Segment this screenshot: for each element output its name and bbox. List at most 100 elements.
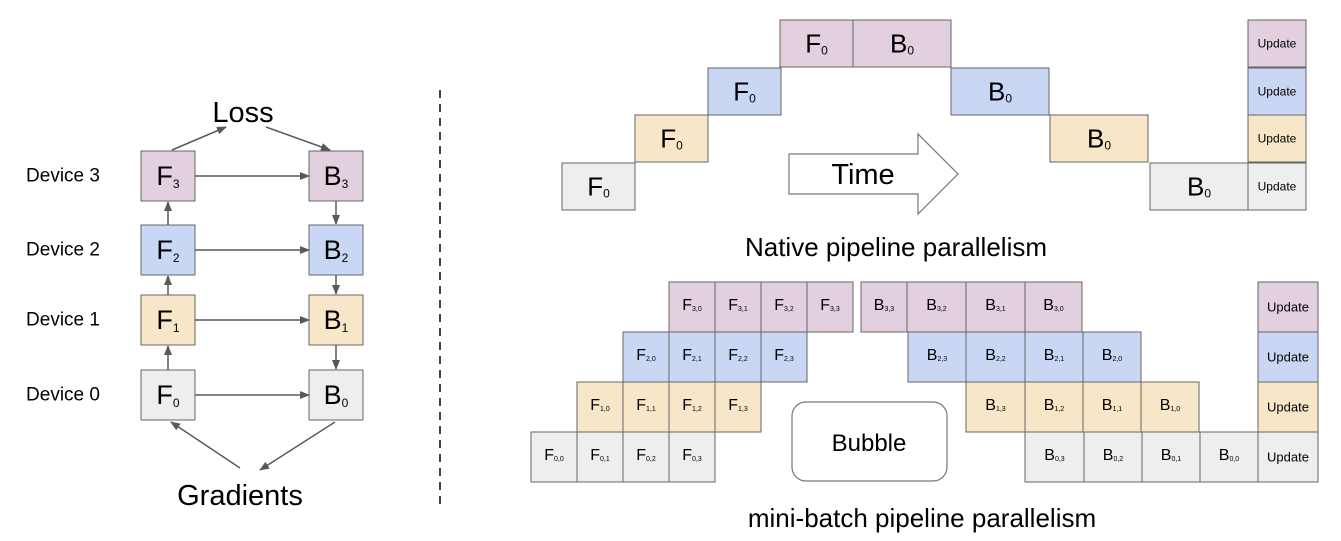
backward-microbatch-label: B3,3: [874, 297, 895, 314]
forward-microbatch-label: F1,0: [590, 397, 610, 414]
forward-microbatch-label-subscript: 3,0: [692, 306, 702, 313]
backward-microbatch-label-letter: B: [1102, 397, 1113, 414]
forward-microbatch-label: F2,0: [636, 347, 656, 364]
backward-microbatch-label: B0,1: [1161, 447, 1182, 464]
backward-microbatch-label-subscript: 1,2: [1054, 406, 1064, 413]
time-arrow-shape: [788, 132, 959, 216]
forward-cell-label: F0: [733, 77, 756, 107]
forward-label-subscript: 3: [173, 177, 180, 191]
backward-microbatch-label-letter: B: [1044, 447, 1055, 464]
forward-block: [140, 369, 196, 421]
forward-microbatch-cell: [576, 431, 624, 483]
backward-cell-label: B0: [890, 29, 914, 59]
forward-cell-label-letter: F: [733, 77, 749, 107]
backward-label: B0: [324, 380, 349, 410]
backward-microbatch-cell: [1199, 431, 1259, 483]
backward-label-subscript: 2: [342, 251, 349, 265]
update-cell: [1247, 114, 1307, 163]
backward-microbatch-label-subscript: 0,2: [1113, 456, 1123, 463]
forward-microbatch-label: F2,1: [682, 347, 702, 364]
backward-microbatch-label: B1,1: [1102, 397, 1123, 414]
backward-cell-label-letter: B: [1087, 124, 1104, 154]
update-cell-label: Update: [1267, 450, 1309, 465]
backward-block: [308, 150, 364, 202]
time-label: Time: [831, 159, 894, 191]
forward-microbatch-label-letter: F: [682, 397, 692, 414]
backward-microbatch-label-subscript: 1,1: [1112, 406, 1122, 413]
backward-microbatch-cell: [1141, 431, 1201, 483]
backward-microbatch-label: B1,3: [985, 397, 1006, 414]
backward-microbatch-label-subscript: 3,3: [884, 306, 894, 313]
update-cell-label: Update: [1258, 37, 1297, 51]
forward-microbatch-cell: [576, 381, 624, 433]
update-cell-label: Update: [1267, 400, 1309, 415]
backward-microbatch-label: B2,1: [1044, 347, 1065, 364]
backward-microbatch-label-letter: B: [1103, 447, 1114, 464]
forward-microbatch-label: F3,0: [682, 297, 702, 314]
forward-microbatch-label-subscript: 0,3: [692, 456, 702, 463]
backward-microbatch-label: B1,0: [1160, 397, 1181, 414]
backward-microbatch-label-letter: B: [1160, 397, 1171, 414]
forward-microbatch-label-subscript: 3,2: [784, 306, 794, 313]
backward-label-letter: B: [324, 380, 342, 410]
backward-microbatch-label-letter: B: [1043, 297, 1054, 314]
forward-microbatch-label: F3,1: [728, 297, 748, 314]
gradients-label: Gradients: [177, 480, 303, 512]
device-label: Device 1: [26, 310, 100, 331]
forward-microbatch-label-letter: F: [636, 447, 646, 464]
forward-cell: [634, 114, 709, 163]
forward-microbatch-label: F2,3: [774, 347, 794, 364]
backward-microbatch-label: B0,2: [1103, 447, 1124, 464]
backward-microbatch-label-letter: B: [1044, 397, 1055, 414]
forward-cell-label: F0: [587, 172, 610, 202]
backward-label-letter: B: [324, 161, 342, 191]
forward-microbatch-label-subscript: 1,3: [738, 406, 748, 413]
backward-microbatch-label-letter: B: [1219, 447, 1230, 464]
update-cell: [1257, 381, 1319, 433]
forward-microbatch-cell: [714, 381, 762, 433]
backward-microbatch-cell: [1140, 381, 1200, 433]
forward-microbatch-cell: [806, 281, 854, 333]
to-loss-arrow: [171, 126, 227, 151]
update-cell: [1247, 162, 1307, 211]
forward-microbatch-cell: [668, 431, 716, 483]
forward-microbatch-label-subscript: 2,1: [692, 356, 702, 363]
backward-microbatch-cell: [906, 281, 967, 333]
forward-label-letter: F: [156, 305, 173, 335]
backward-microbatch-cell: [965, 331, 1026, 383]
forward-microbatch-label: F1,1: [636, 397, 656, 414]
forward-cell-label: F0: [805, 29, 828, 59]
bubble-box: [791, 401, 948, 482]
backward-label-letter: B: [324, 235, 342, 265]
backward-microbatch-label-letter: B: [985, 297, 996, 314]
forward-microbatch-cell: [622, 381, 670, 433]
backward-microbatch-label-subscript: 2,0: [1112, 356, 1122, 363]
backward-cell: [852, 19, 952, 68]
forward-microbatch-label: F3,2: [774, 297, 794, 314]
backward-microbatch-label-subscript: 0,0: [1229, 456, 1239, 463]
backward-microbatch-label-subscript: 0,1: [1171, 456, 1181, 463]
forward-microbatch-label-letter: F: [774, 297, 784, 314]
backward-cell-label: B0: [988, 77, 1012, 107]
forward-microbatch-label-letter: F: [682, 297, 692, 314]
forward-block: [140, 150, 196, 202]
forward-microbatch-label-subscript: 1,1: [646, 406, 656, 413]
forward-microbatch-label-letter: F: [636, 397, 646, 414]
backward-cell-label-letter: B: [890, 29, 907, 59]
device-label: Device 3: [26, 166, 100, 187]
backward-microbatch-cell: [1024, 281, 1083, 333]
backward-cell-label-subscript: 0: [1204, 187, 1211, 201]
forward-microbatch-label-letter: F: [774, 347, 784, 364]
forward-microbatch-label: F2,2: [728, 347, 748, 364]
forward-microbatch-label: F1,2: [682, 397, 702, 414]
forward-microbatch-cell: [760, 331, 808, 383]
native-pipeline-title: Native pipeline parallelism: [745, 232, 1047, 262]
backward-cell-label-subscript: 0: [1104, 139, 1111, 153]
forward-microbatch-cell: [530, 431, 578, 483]
forward-microbatch-cell: [760, 281, 808, 333]
forward-cell-label-letter: F: [587, 172, 603, 202]
forward-label-subscript: 0: [173, 396, 180, 410]
